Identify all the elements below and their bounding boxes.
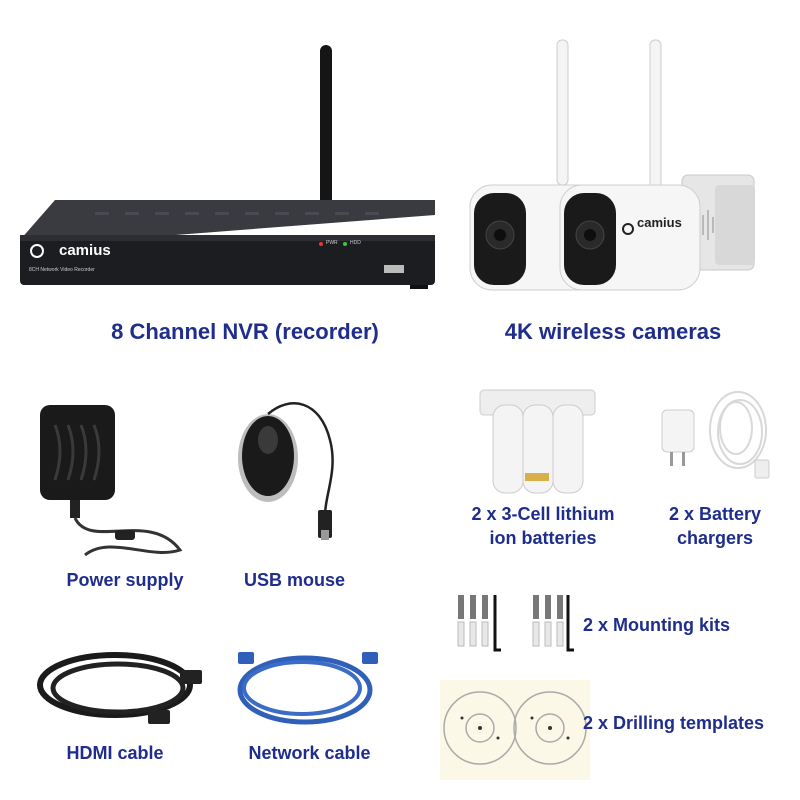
nvr-brand-text: camius — [59, 242, 111, 259]
power-supply-image — [30, 400, 200, 570]
mounting-kits-image — [448, 590, 578, 655]
nvr-led-pwr: PWR — [326, 240, 338, 246]
drilling-templates-image — [440, 680, 590, 780]
batteries-label-line2: ion batteries — [489, 528, 597, 548]
nvr-front-text: 8CH Network Video Recorder — [29, 267, 95, 273]
drilling-templates-label: 2 x Drilling templates — [583, 713, 765, 733]
network-cable-label: Network cable — [248, 743, 371, 763]
network-cable-image — [230, 640, 385, 735]
nvr-label: 8 Channel NVR (recorder) — [111, 319, 379, 344]
batteries-label-line1: 2 x 3-Cell lithium — [471, 504, 615, 524]
cameras-label: 4K wireless cameras — [504, 319, 722, 344]
usb-mouse-label: USB mouse — [243, 570, 346, 590]
nvr-recorder-image: camius 8CH Network Video Recorder PWR HD… — [15, 40, 445, 300]
chargers-label-line1: 2 x Battery — [668, 504, 762, 524]
wireless-cameras-image: camius — [460, 35, 785, 295]
camera-brand-text: camius — [637, 215, 682, 230]
mounting-kits-label: 2 x Mounting kits — [583, 615, 731, 635]
lithium-batteries-image — [475, 385, 600, 500]
hdmi-cable-image — [30, 640, 205, 735]
battery-chargers-image — [650, 380, 775, 490]
chargers-label-line2: chargers — [676, 528, 754, 548]
nvr-led-hdd: HDD — [350, 240, 361, 246]
hdmi-cable-label: HDMI cable — [66, 743, 164, 763]
usb-mouse-image — [230, 400, 360, 545]
power-supply-label: Power supply — [66, 570, 184, 590]
